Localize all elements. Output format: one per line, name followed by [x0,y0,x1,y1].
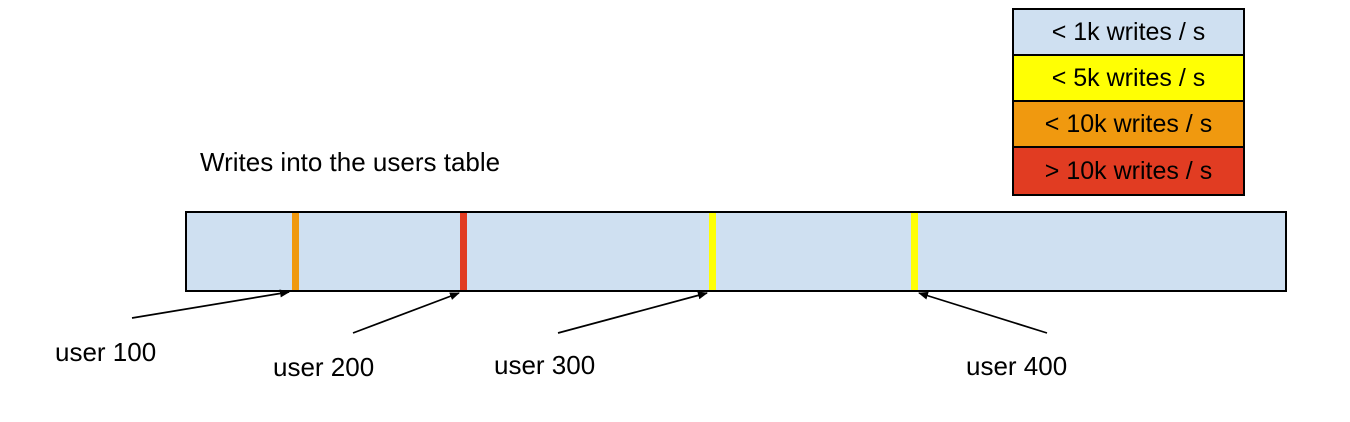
label-user-100: user 100 [55,337,157,367]
arrow-user-400 [918,291,1048,334]
legend-item-label: < 5k writes / s [1051,63,1206,92]
legend-item-label: > 10k writes / s [1044,156,1213,185]
stripe-user-200 [460,213,467,290]
stripe-user-300 [709,213,716,290]
arrow-user-300 [557,291,708,334]
arrow-user-200 [352,292,460,334]
users-table-bar [185,211,1287,292]
label-user-400: user 400 [966,351,1068,381]
legend: < 1k writes / s < 5k writes / s < 10k wr… [1012,8,1245,196]
legend-item-lt-1k: < 1k writes / s [1014,10,1243,56]
label-user-300: user 300 [494,350,596,380]
legend-item-label: < 10k writes / s [1044,109,1213,138]
legend-item-label: < 1k writes / s [1051,17,1206,46]
legend-item-gt-10k: > 10k writes / s [1014,148,1243,194]
stripe-user-400 [911,213,918,290]
legend-item-lt-10k: < 10k writes / s [1014,102,1243,148]
legend-item-lt-5k: < 5k writes / s [1014,56,1243,102]
label-user-200: user 200 [273,352,375,382]
diagram-title: Writes into the users table [200,147,501,177]
stripe-user-100 [292,213,299,290]
arrow-user-100 [131,289,290,319]
